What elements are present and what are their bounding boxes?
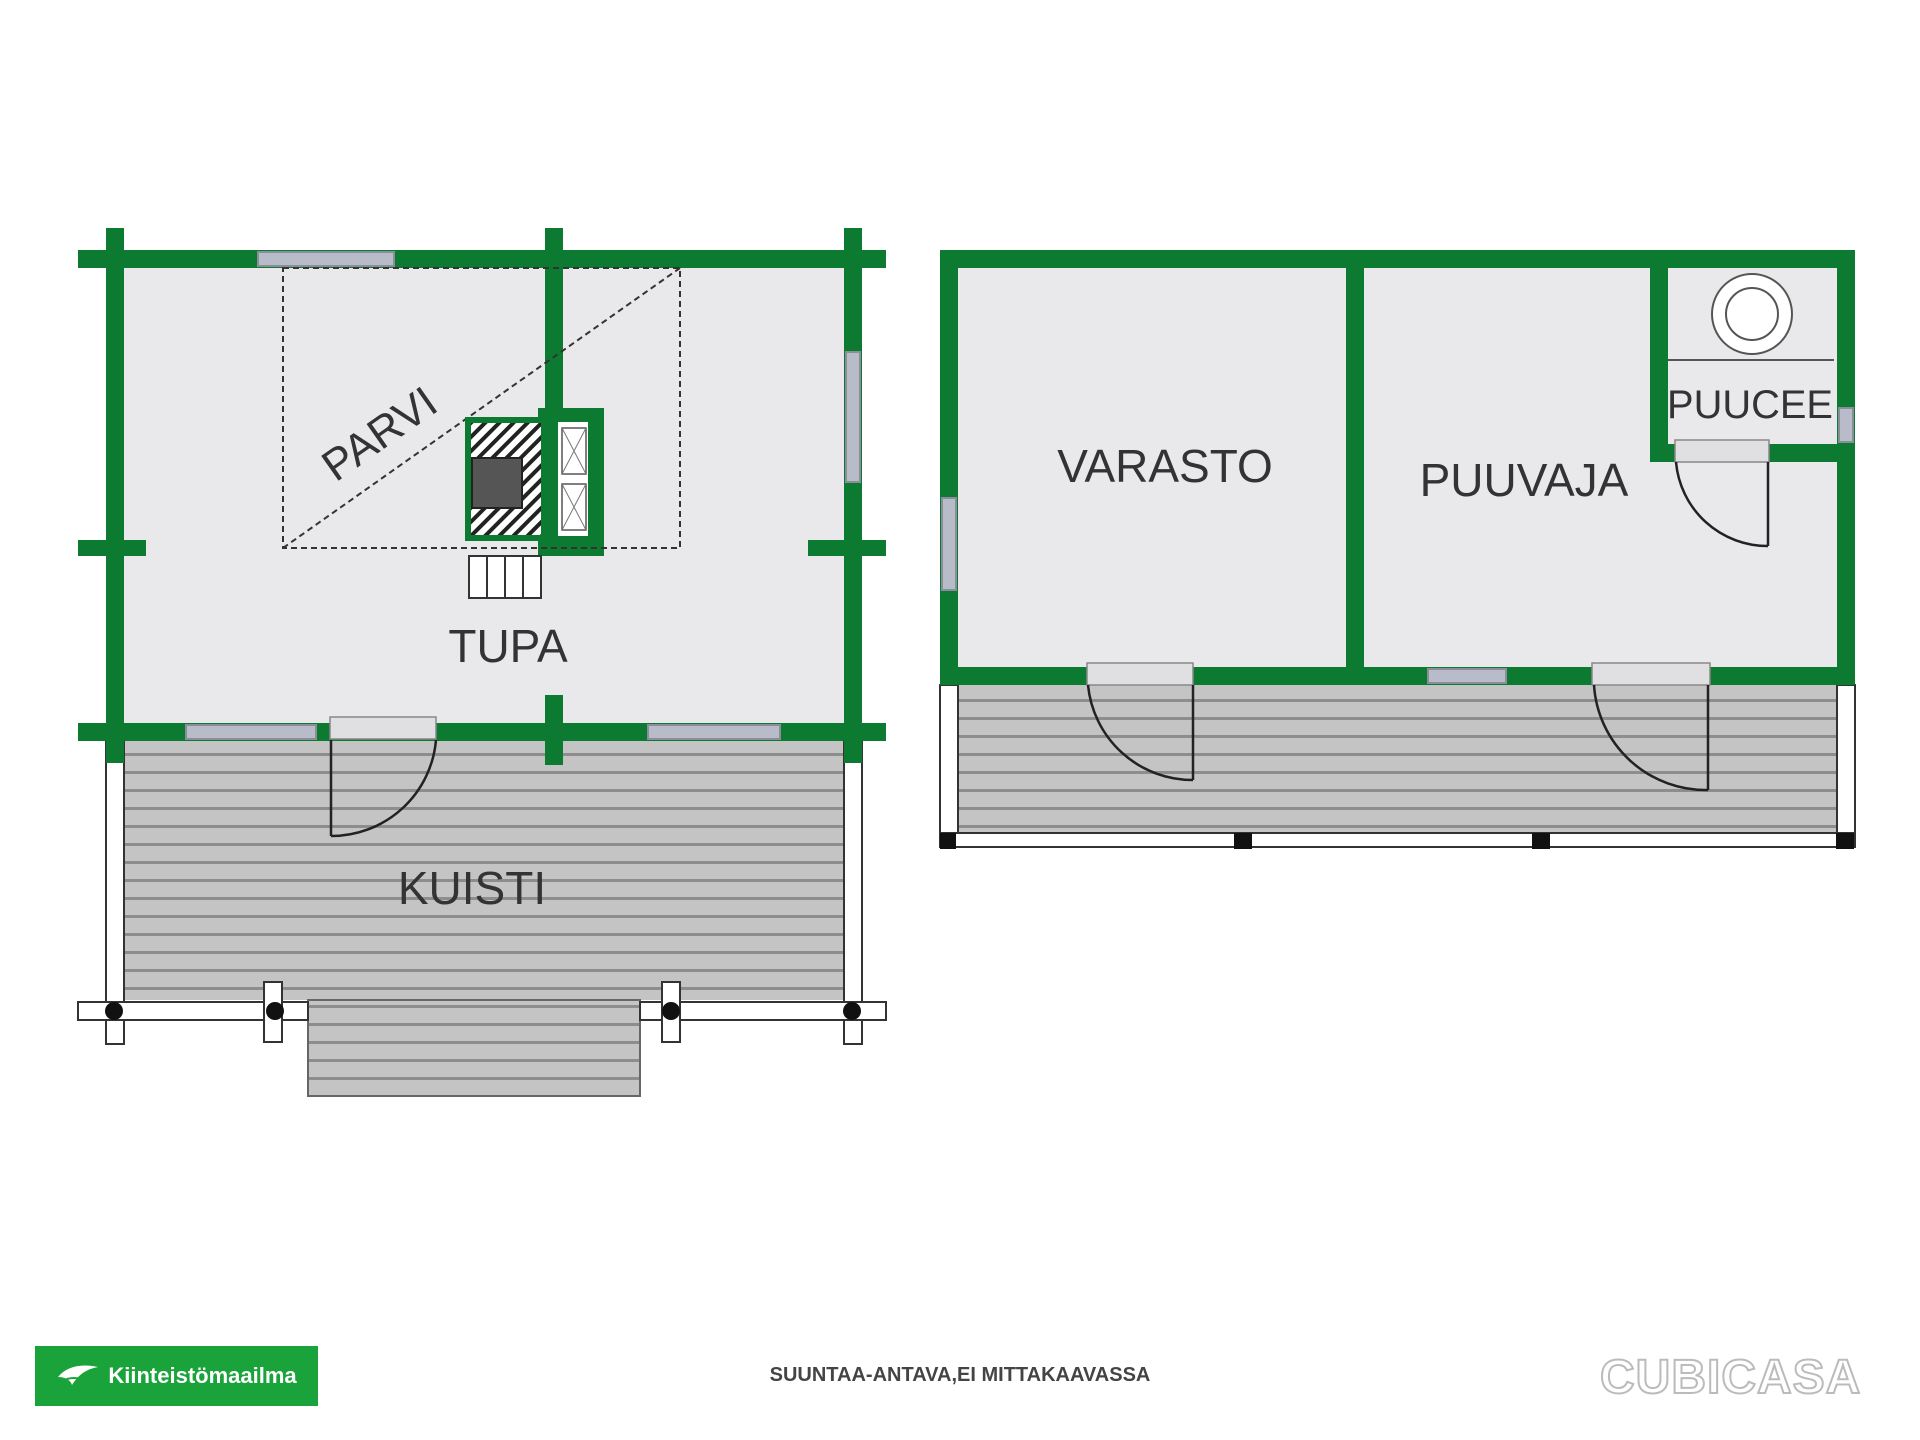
window-top — [257, 251, 395, 267]
room-label-varasto: VARASTO — [1057, 440, 1273, 492]
parvi-outline — [282, 267, 681, 549]
porch-rail-right — [843, 739, 863, 1041]
window-bottom-left — [185, 724, 317, 740]
stove — [465, 417, 592, 599]
toilet — [1668, 273, 1834, 361]
room-label-kuisti: KUISTI — [398, 862, 546, 914]
window-shed-front — [1427, 668, 1507, 684]
brand-name: Kiinteistömaailma — [108, 1363, 297, 1388]
entry-steps — [307, 999, 641, 1097]
shed-deck — [957, 685, 1839, 833]
window-shed-left — [941, 497, 957, 591]
porch-rail-left — [105, 739, 125, 1041]
cabin-building: TUPA PARVI KUISTI — [77, 228, 887, 1097]
kiinteistomaailma-logo: Kiinteistömaailma — [35, 1346, 318, 1406]
porch-rail-front-left — [77, 1001, 309, 1021]
cubicasa-logo: CUBICASA — [1599, 1350, 1862, 1405]
shed-building: VARASTO PUUVAJA PUUCEE — [939, 250, 1856, 849]
window-bottom-right — [647, 724, 781, 740]
bird-logo-icon — [56, 1359, 100, 1394]
room-label-tupa: TUPA — [448, 620, 568, 672]
kuisti-deck — [122, 740, 844, 1000]
room-label-puuvaja: PUUVAJA — [1420, 454, 1629, 506]
cabin-door — [329, 716, 438, 838]
porch-rail-front-right — [639, 1001, 887, 1021]
puucee-door — [1674, 439, 1770, 548]
room-label-puucee: PUUCEE — [1667, 383, 1833, 427]
puuvaja-door — [1591, 662, 1711, 792]
disclaimer-note: SUUNTAA-ANTAVA,EI MITTAKAAVASSA — [769, 1364, 1151, 1386]
shed-floor — [957, 266, 1839, 671]
varasto-door — [1086, 662, 1195, 782]
window-shed-right — [1838, 407, 1854, 443]
window-right — [845, 351, 861, 483]
